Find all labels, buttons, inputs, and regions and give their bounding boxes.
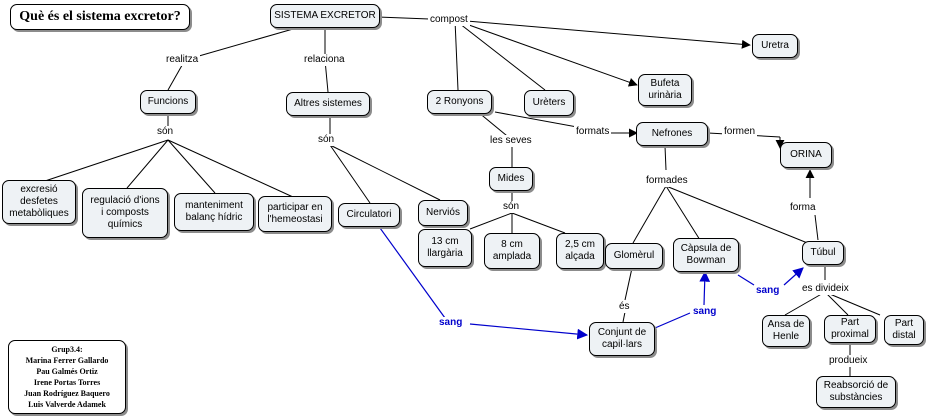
- node-llargaria[interactable]: 13 cm llargària: [418, 229, 472, 267]
- link-label-compost: compost: [428, 14, 470, 26]
- link-label-formades: formades: [644, 175, 690, 187]
- credits-member: Pau Galmés Ortiz: [36, 367, 98, 376]
- link-label-les-seves: les seves: [488, 135, 534, 147]
- node-nervios[interactable]: Nerviós: [418, 200, 468, 226]
- node-ureters[interactable]: Urèters: [524, 90, 574, 116]
- node-alcada[interactable]: 2,5 cm alçada: [556, 233, 604, 269]
- credits-member: Luis Valverde Adamek: [28, 400, 106, 409]
- link-label-son-mides: són: [501, 201, 522, 213]
- node-capsula-bowman[interactable]: Càpsula de Bowman: [673, 238, 739, 272]
- link-label-sang-1: sang: [437, 317, 465, 329]
- link-label-son-funcions: són: [155, 126, 176, 138]
- node-part-distal[interactable]: Part distal: [884, 315, 924, 345]
- node-regulacio[interactable]: regulació d'ions i composts químics: [82, 188, 168, 238]
- node-amplada[interactable]: 8 cm amplada: [484, 233, 540, 269]
- node-ansa-henle[interactable]: Ansa de Henle: [762, 315, 810, 347]
- link-label-es-divideix: es divideix: [800, 283, 851, 295]
- credits-member: Irene Portas Torres: [33, 378, 101, 387]
- node-conjunt-capil-lars[interactable]: Conjunt de capil·lars: [589, 322, 655, 356]
- node-altres-sistemes[interactable]: Altres sistemes: [286, 92, 370, 116]
- links-blood: [379, 227, 804, 340]
- node-reabsorcio[interactable]: Reabsorció de substàncies: [816, 376, 896, 408]
- node-hemeostasi[interactable]: participar en l'hemeostasi: [258, 196, 332, 232]
- link-label-son-sistemes: són: [316, 134, 337, 146]
- link-label-formats: formats: [574, 126, 612, 138]
- link-label-sang-3: sang: [754, 285, 782, 297]
- links-main: [41, 14, 881, 376]
- node-manteniment[interactable]: manteniment balanç hídric: [174, 193, 254, 231]
- node-mides[interactable]: Mides: [489, 167, 533, 191]
- node-sistema-excretor[interactable]: SISTEMA EXCRETOR: [270, 4, 380, 28]
- node-nefrones[interactable]: Nefrones: [636, 122, 708, 146]
- node-bufeta[interactable]: Bufeta urinària: [638, 74, 692, 106]
- credits-member: Marina Ferrer Gallardo: [25, 356, 109, 365]
- link-label-es: és: [617, 301, 632, 313]
- credits-group: Grup3.4:: [51, 345, 83, 354]
- link-label-formen: formen: [722, 126, 758, 138]
- link-label-produeix: produeix: [827, 355, 870, 367]
- link-label-sang-2: sang: [691, 306, 719, 318]
- node-dos-ronyons[interactable]: 2 Ronyons: [427, 90, 492, 114]
- link-label-forma: forma: [788, 202, 818, 214]
- node-glomerul[interactable]: Glomèrul: [605, 243, 663, 269]
- node-excrecio[interactable]: excresió desfetes metabòliques: [2, 180, 76, 224]
- node-circulatori[interactable]: Circulatori: [338, 203, 400, 227]
- link-label-realitza: realitza: [164, 54, 201, 66]
- node-part-proximal[interactable]: Part proximal: [824, 315, 876, 343]
- credits-box: Grup3.4: Marina Ferrer Gallardo Pau Galm…: [8, 340, 126, 414]
- credits-member: Juan Rodríguez Baquero: [24, 389, 110, 398]
- node-funcions[interactable]: Funcions: [140, 90, 196, 114]
- node-orina[interactable]: ORINA: [780, 142, 832, 168]
- diagram-title: Què és el sistema excretor?: [10, 4, 190, 30]
- link-label-relaciona: relaciona: [302, 54, 347, 66]
- node-uretra[interactable]: Uretra: [752, 34, 798, 58]
- node-tubul[interactable]: Túbul: [802, 241, 844, 265]
